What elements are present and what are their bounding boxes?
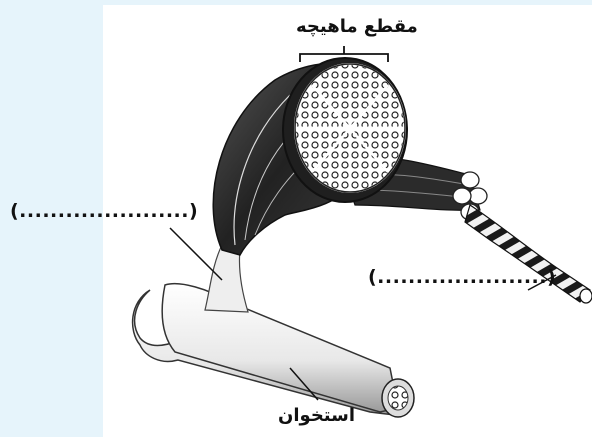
muscle-cross-section-label: مقطع ماهیچه — [296, 16, 418, 37]
muscle-cross-section — [283, 58, 407, 202]
fiber-blank-label: (......................) — [368, 266, 556, 288]
bone-label: استخوان — [278, 405, 355, 426]
muscle-fiber — [465, 205, 592, 303]
tendon — [205, 245, 248, 312]
tendon-blank-label: (......................) — [10, 200, 198, 222]
bone — [133, 284, 414, 417]
tendon-leader-line — [170, 228, 222, 280]
